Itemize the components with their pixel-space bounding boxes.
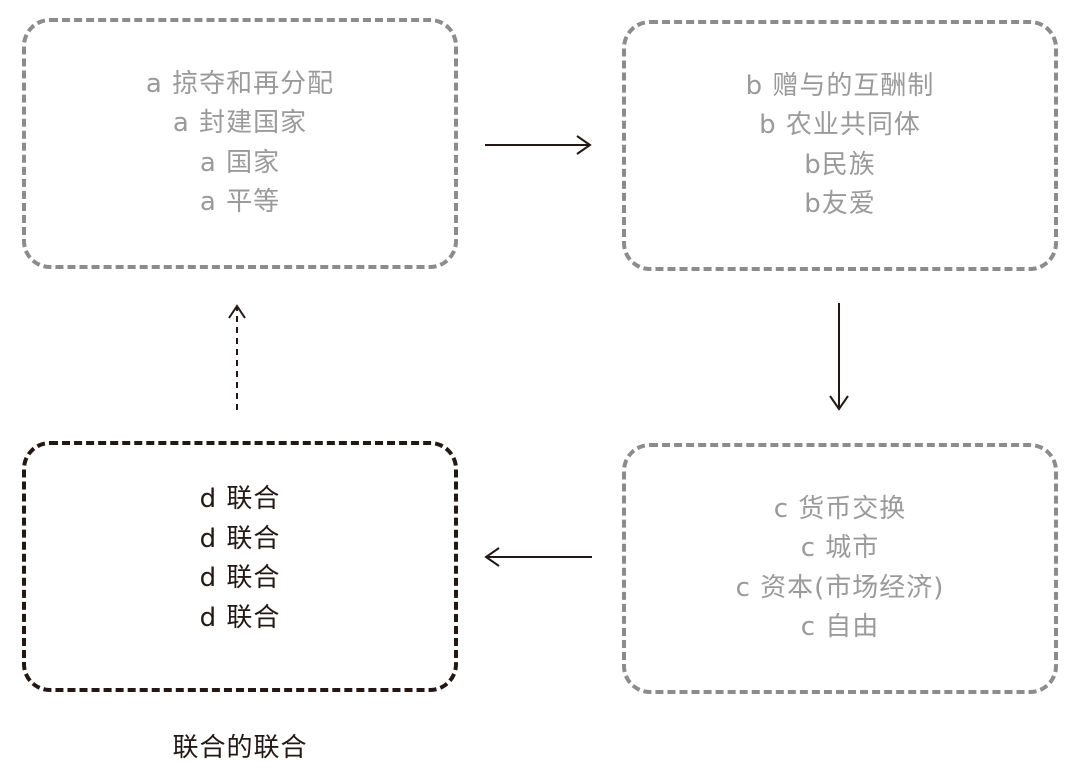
box-a-line: a 掠夺和再分配 bbox=[145, 68, 335, 99]
box-b-line: b民族 bbox=[804, 149, 876, 180]
box-d-line: d 联合 bbox=[199, 602, 281, 633]
box-c: c 货币交换 c 城市 c 资本(市场经济) c 自由 bbox=[622, 443, 1058, 694]
arrow-c-to-d bbox=[484, 547, 592, 567]
box-c-lines: c 货币交换 c 城市 c 资本(市场经济) c 自由 bbox=[736, 490, 945, 648]
box-a-line: a 封建国家 bbox=[172, 108, 308, 138]
arrow-a-to-b bbox=[485, 135, 592, 155]
box-b-line: b 赠与的互酬制 bbox=[745, 70, 935, 101]
box-b: b 赠与的互酬制 b 农业共同体 b民族 b友爱 bbox=[622, 20, 1058, 271]
box-c-line: c 城市 bbox=[800, 533, 880, 563]
diagram-caption: 联合的联合 bbox=[172, 733, 308, 763]
box-b-line: b 农业共同体 bbox=[759, 110, 921, 140]
box-d-line: d 联合 bbox=[199, 523, 281, 554]
box-d-line: d 联合 bbox=[199, 484, 281, 514]
arrow-d-to-a bbox=[228, 304, 246, 410]
box-c-line: c 自由 bbox=[800, 612, 880, 642]
box-a-line: a 平等 bbox=[199, 187, 281, 217]
box-c-line: c 资本(市场经济) bbox=[735, 572, 945, 603]
box-d-line: d 联合 bbox=[199, 563, 281, 593]
arrow-b-to-c bbox=[829, 303, 849, 411]
box-b-line: b友爱 bbox=[804, 189, 876, 219]
box-a: a 掠夺和再分配 a 封建国家 a 国家 a 平等 bbox=[22, 18, 458, 269]
box-d: d 联合 d 联合 d 联合 d 联合 bbox=[22, 441, 458, 692]
box-b-lines: b 赠与的互酬制 b 农业共同体 b民族 b友爱 bbox=[746, 67, 935, 225]
box-d-lines: d 联合 d 联合 d 联合 d 联合 bbox=[200, 480, 281, 638]
box-a-lines: a 掠夺和再分配 a 封建国家 a 国家 a 平等 bbox=[146, 65, 334, 223]
box-a-line: a 国家 bbox=[199, 147, 281, 178]
box-c-line: c 货币交换 bbox=[773, 493, 907, 524]
